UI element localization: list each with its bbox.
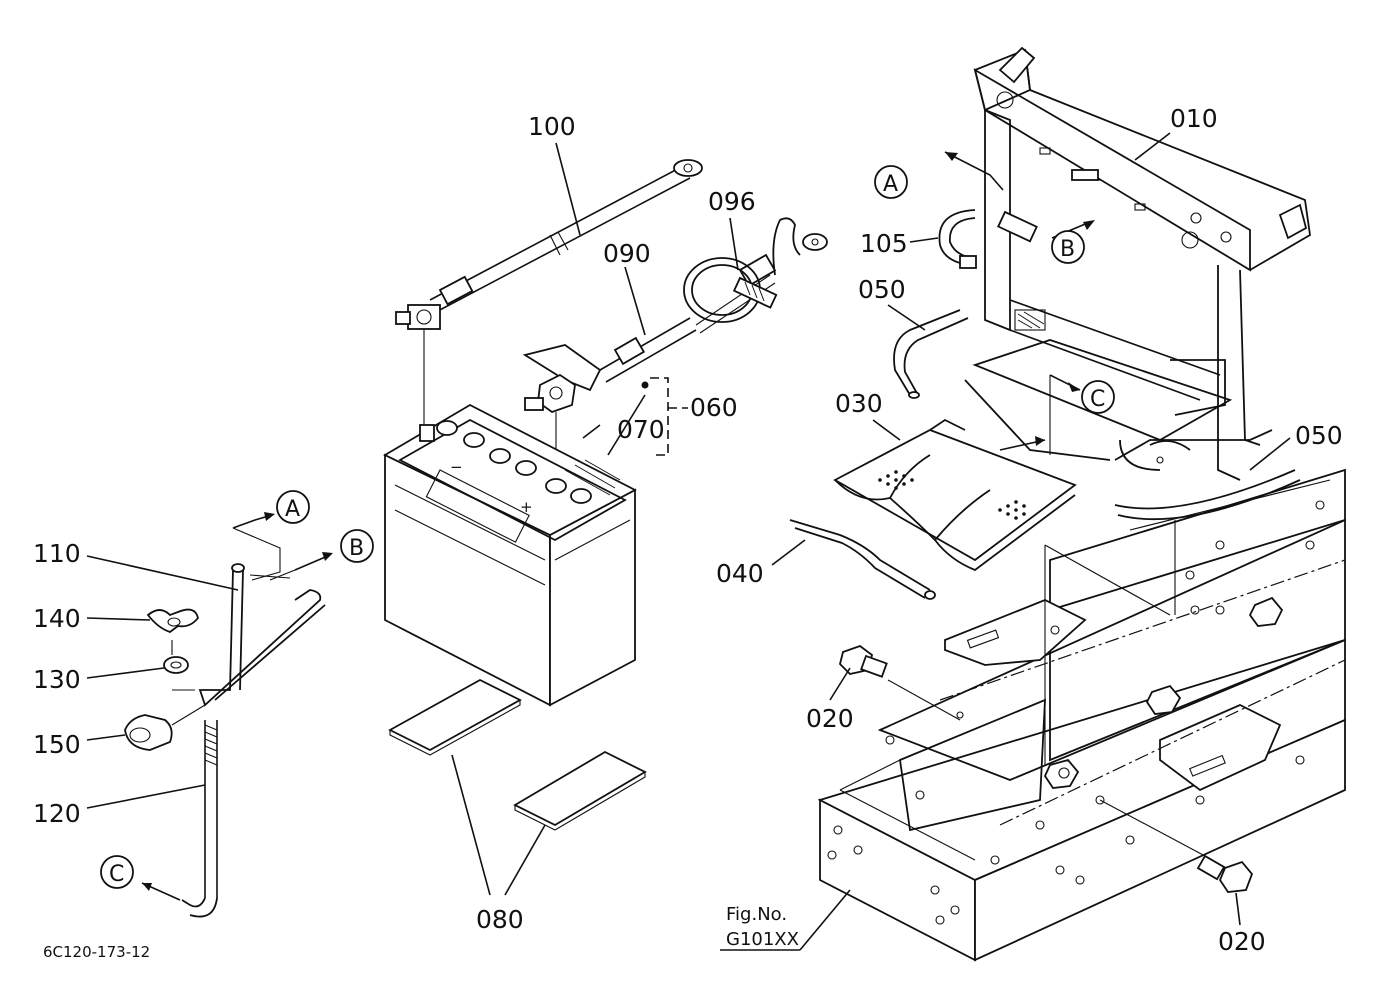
- ref-a-top: A: [874, 165, 908, 199]
- ref-b-top: B: [1051, 230, 1085, 264]
- svg-text:B: B: [1060, 237, 1075, 262]
- label-060: 060: [690, 393, 738, 422]
- battery-plus: +: [520, 498, 533, 516]
- figref-line2: G101XX: [726, 929, 799, 950]
- battery: − +: [383, 403, 637, 707]
- svg-text:C: C: [109, 862, 124, 887]
- battery-minus: −: [450, 458, 463, 476]
- svg-text:C: C: [1090, 387, 1105, 412]
- label-030: 030: [835, 389, 883, 418]
- frame-holes: [827, 500, 1325, 925]
- spacer-080-upper: [388, 678, 522, 756]
- leader-lines: [86, 132, 1291, 951]
- label-105: 105: [860, 229, 908, 258]
- label-096: 096: [708, 187, 756, 216]
- washer-130: [163, 656, 189, 674]
- figref-line1: Fig.No.: [726, 904, 787, 925]
- cable-100: [395, 159, 703, 330]
- battery-clamp-110: [198, 563, 326, 707]
- label-140: 140: [33, 604, 81, 633]
- label-100: 100: [528, 112, 576, 141]
- label-020-left: 020: [806, 704, 854, 733]
- rubber-050-right: [1114, 469, 1301, 521]
- label-040: 040: [716, 559, 764, 588]
- label-050-right: 050: [1295, 421, 1343, 450]
- label-070: 070: [617, 415, 665, 444]
- ref-c-right: C: [1081, 380, 1115, 414]
- label-010: 010: [1170, 104, 1218, 133]
- battery-caps: [436, 420, 592, 504]
- svg-text:B: B: [349, 536, 364, 561]
- ref-a-left: A: [276, 490, 310, 524]
- label-120: 120: [33, 799, 81, 828]
- spacer-080-lower: [513, 750, 647, 831]
- label-090: 090: [603, 239, 651, 268]
- svg-text:A: A: [883, 172, 898, 197]
- label-020-right: 020: [1218, 927, 1266, 956]
- drawing-code: 6C120-173-12: [43, 943, 150, 961]
- rubber-040: [789, 519, 936, 600]
- tractor-frame: [817, 468, 1346, 962]
- cover-150: [124, 714, 173, 751]
- band-105: [938, 209, 977, 269]
- label-080: 080: [476, 905, 524, 934]
- bolt-020-right: [1099, 799, 1254, 893]
- wing-nut-140: [146, 608, 199, 634]
- ref-b-left: B: [340, 529, 374, 563]
- label-150: 150: [33, 730, 81, 759]
- label-050-upper: 050: [858, 275, 906, 304]
- bolt-020-left: [839, 644, 961, 721]
- svg-text:A: A: [285, 497, 300, 522]
- ref-c-left: C: [100, 855, 134, 889]
- rubber-050-upper: [893, 309, 969, 399]
- rod-120: [181, 720, 218, 918]
- tray-030: [833, 418, 1077, 572]
- label-130: 130: [33, 665, 81, 694]
- cable-090: [522, 217, 828, 414]
- band-096: [683, 257, 778, 323]
- label-110: 110: [33, 539, 81, 568]
- battery-bracket-010: [964, 46, 1311, 481]
- tray-vent-pattern: [878, 470, 1026, 520]
